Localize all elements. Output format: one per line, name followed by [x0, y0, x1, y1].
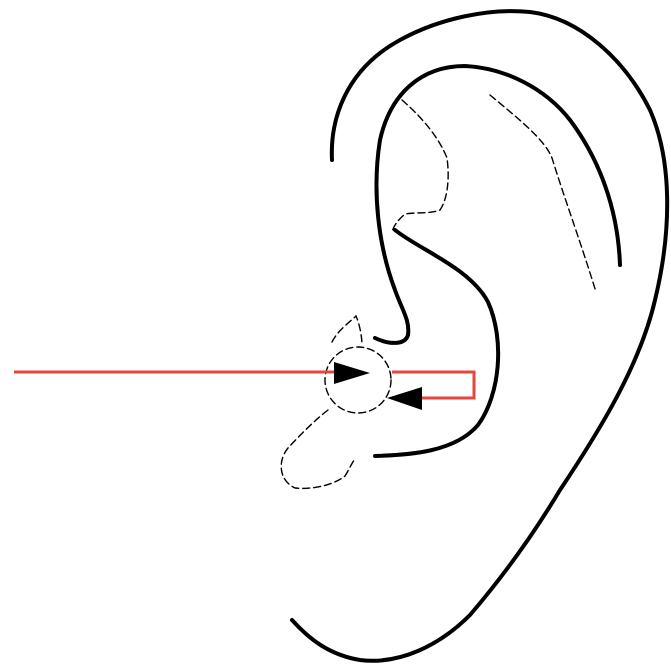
inner-helix-outline	[375, 66, 620, 343]
lobule-dashed-outline	[281, 410, 356, 488]
concha-dashed-outline	[392, 100, 448, 232]
incoming-arrowhead	[334, 362, 370, 384]
tragus-dashed-outline	[332, 316, 362, 345]
antihelix-dashed-outline	[490, 95, 596, 292]
outer-ear-outline	[292, 11, 667, 661]
return-arrowhead	[387, 387, 422, 410]
